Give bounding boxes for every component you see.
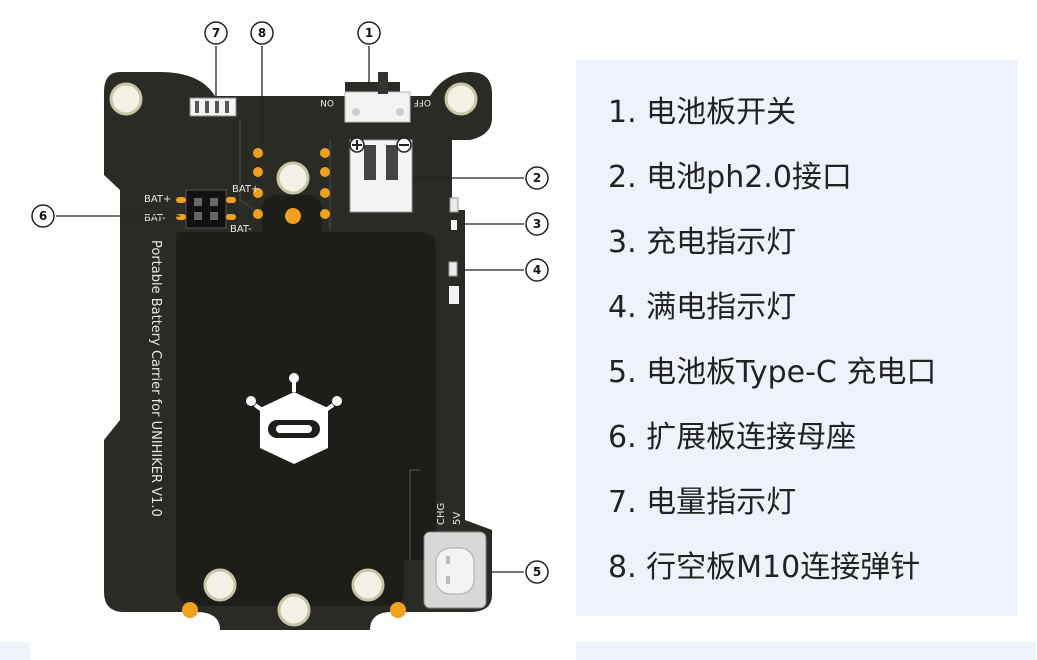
bat-plus-label-2: BAT+ (232, 184, 259, 195)
callout-2: 2 (525, 166, 549, 190)
legend-item-8: 8. 行空板M10连接弹针 (608, 550, 921, 585)
mount-hole (351, 568, 385, 602)
mount-hole (276, 161, 310, 195)
svg-text:5: 5 (533, 565, 541, 579)
svg-text:2: 2 (533, 171, 541, 185)
callout-6: 6 (31, 204, 55, 228)
callout-7: 7 (204, 21, 228, 45)
svg-text:7: 7 (212, 26, 220, 40)
charge-led (449, 197, 459, 230)
legend-panel: 1. 电池板开关 2. 电池ph2.0接口 3. 充电指示灯 4. 满电指示灯 … (576, 60, 1018, 616)
full-led (448, 261, 459, 304)
switch-on-label: ON (320, 97, 334, 107)
board-name-text: Portable Battery Carrier for UNIHIKER V1… (148, 240, 163, 517)
callout-4: 4 (525, 258, 549, 282)
svg-text:3: 3 (533, 217, 541, 231)
chg-label: CHG (436, 503, 447, 525)
legend-item-4: 4. 满电指示灯 (608, 290, 797, 325)
expansion-header (176, 189, 236, 229)
bat-plus-label-1: BAT+ (144, 194, 171, 205)
power-switch (344, 72, 411, 123)
bottom-strip-left (0, 642, 30, 660)
ph2-connector (349, 137, 413, 213)
five-v-label: 5V (452, 512, 463, 525)
pcb-trace (239, 120, 263, 216)
legend-item-7: 7. 电量指示灯 (608, 485, 797, 520)
svg-text:6: 6 (39, 209, 47, 223)
svg-text:1: 1 (365, 26, 373, 40)
pcb-trace (409, 469, 420, 560)
callout-5: 5 (525, 560, 549, 584)
callout-lines (56, 46, 524, 573)
svg-text:4: 4 (533, 263, 541, 277)
callout-3: 3 (525, 212, 549, 236)
unihiker-logo (246, 373, 342, 464)
legend-item-1: 1. 电池板开关 (608, 95, 797, 130)
legend-item-5: 5. 电池板Type-C 充电口 (608, 355, 937, 390)
mount-hole (203, 568, 237, 602)
callout-8: 8 (250, 21, 274, 45)
gold-pads (182, 148, 406, 618)
usb-c-port (423, 531, 487, 609)
legend-item-2: 2. 电池ph2.0接口 (608, 160, 852, 195)
bat-minus-label-1: BAT- (144, 213, 166, 224)
mount-hole (277, 593, 311, 627)
svg-text:8: 8 (258, 26, 266, 40)
battery-level-leds (189, 97, 237, 117)
mount-hole (444, 82, 478, 116)
switch-off-label: OFF (414, 97, 431, 107)
bottom-strip-right (576, 642, 1036, 660)
mount-hole (109, 82, 143, 116)
callout-1: 1 (357, 21, 381, 45)
bat-minus-label-2: BAT- (230, 224, 252, 235)
legend-item-6: 6. 扩展板连接母座 (608, 420, 857, 455)
legend-item-3: 3. 充电指示灯 (608, 225, 797, 260)
